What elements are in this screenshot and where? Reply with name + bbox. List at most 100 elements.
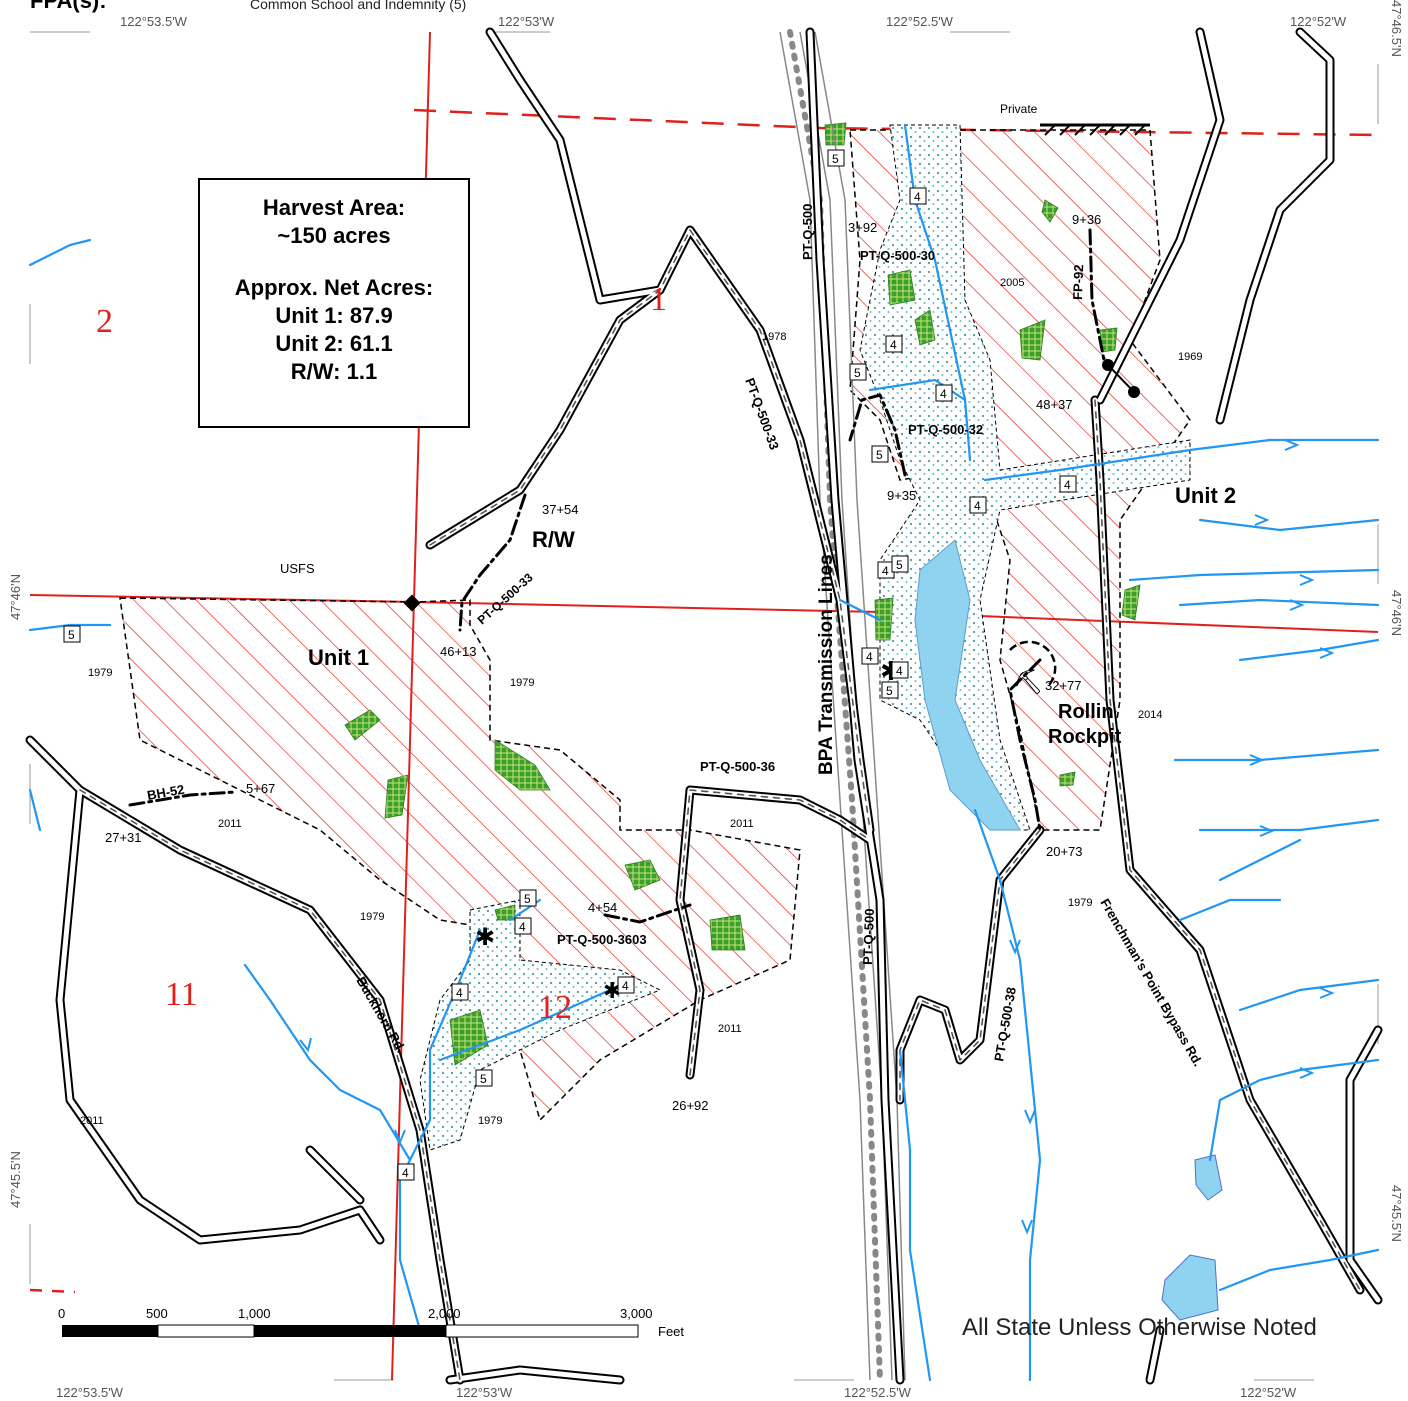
net-acres-unit1: Unit 1: 87.9: [275, 303, 393, 328]
water-type-label: 5: [886, 684, 893, 698]
year-label: 2005: [1000, 277, 1024, 289]
unit-1-label: Unit 1: [308, 645, 369, 670]
asterisk-marker: ✱: [603, 979, 621, 1004]
road-500-3603: [603, 903, 692, 924]
coord-bottom-3: 122°52.5'W: [844, 1385, 912, 1400]
water-type-box: [397, 1163, 415, 1181]
water-type-label: 4: [402, 1166, 409, 1180]
scale-tick: 0: [58, 1306, 65, 1321]
water-type-label: 5: [480, 1072, 487, 1086]
station-label: 9+35: [887, 488, 916, 503]
footer-note: All State Unless Otherwise Noted: [962, 1314, 1317, 1341]
water-type-box: [519, 889, 537, 907]
year-label: 2011: [218, 818, 242, 830]
water-type-box: [849, 363, 867, 381]
road-label: PT-Q-500-36: [700, 759, 775, 774]
coord-right-1: 47°46.5'N: [1389, 0, 1404, 57]
scale-tick: 3,000: [620, 1306, 653, 1321]
section-number: 2: [96, 303, 113, 340]
ownership-boundary-north: [413, 108, 1379, 137]
harvest-area-value: ~150 acres: [277, 223, 391, 248]
section-line-horizontal: [29, 594, 1379, 633]
year-label: 1969: [1178, 351, 1202, 363]
road-rw-spur: [458, 493, 527, 632]
water-type-box: [871, 445, 889, 463]
unit-labels: Unit 1 Unit 2 R/W Rollin Rockpit USFS Pr…: [280, 102, 1236, 748]
water-type-box: [881, 681, 899, 699]
water-type-box: [451, 983, 469, 1001]
road-label: PT-Q-500: [860, 908, 877, 965]
water-type-box: [891, 661, 909, 679]
coord-top-3: 122°52.5'W: [886, 14, 954, 29]
water-type-label: 5: [896, 558, 903, 572]
road-label: PT-Q-500-3603: [557, 932, 647, 947]
bpa-label: BPA Transmission Lines: [816, 554, 837, 775]
water-type-box: [885, 335, 903, 353]
scale-tick: 2,000: [428, 1306, 461, 1321]
station-label: 5+67: [246, 781, 275, 796]
water-type-label: 4: [882, 564, 889, 578]
road-500-33: [425, 225, 875, 835]
unit-2-label: Unit 2: [1175, 483, 1236, 508]
road-label: PT-Q-500-33: [742, 376, 782, 452]
station-label: 20+73: [1046, 844, 1083, 859]
water-type-label: 4: [974, 499, 981, 513]
rockpit-outline: [1009, 640, 1057, 687]
water-type-label: 4: [1064, 478, 1071, 492]
water-type-box: [827, 149, 845, 167]
year-label: 2014: [1138, 709, 1162, 721]
water-type-box: [617, 976, 635, 994]
station-label: 26+92: [672, 1098, 709, 1113]
water-type-box: [909, 187, 927, 205]
net-acres-title: Approx. Net Acres:: [234, 275, 434, 300]
pond-1: [1194, 1154, 1223, 1201]
station-label: 37+54: [542, 502, 579, 517]
riparian-unit1: [419, 899, 662, 1151]
water-type-label: 4: [866, 650, 873, 664]
coordinate-labels: 122°53.5'W 122°53'W 122°52.5'W 122°52'W …: [8, 0, 1404, 1400]
section-corner-marker: [403, 594, 421, 612]
coord-top-4: 122°52'W: [1290, 14, 1347, 29]
water-type-label: 5: [524, 892, 531, 906]
section-number: 1: [650, 281, 667, 318]
header-subtitle: Common School and Indemnity (5): [250, 0, 467, 12]
year-labels: 1978 2005 1969 1979 1979 1979 2011 2011 …: [80, 277, 1202, 1127]
road-rockpit: [1008, 658, 1042, 832]
road-fp92: [1088, 228, 1107, 367]
year-label: 2011: [80, 1115, 104, 1127]
water-type-label: 4: [519, 920, 526, 934]
road-label: PT-Q-500-33: [475, 570, 536, 627]
coord-bottom-4: 122°52'W: [1240, 1385, 1297, 1400]
road-label: FP-92: [1070, 264, 1086, 300]
year-label: 1979: [360, 911, 384, 923]
year-label: 2011: [718, 1023, 742, 1035]
water-type-label: 4: [914, 190, 921, 204]
leave-tree-clumps: [344, 122, 1141, 1066]
header-title: FPA(s):: [30, 0, 107, 13]
station-label: 46+13: [440, 644, 477, 659]
water-type-label: 4: [456, 986, 463, 1000]
road-label: PT-Q-500: [800, 204, 815, 260]
water-type-label: 4: [896, 664, 903, 678]
year-label: 1978: [762, 331, 786, 343]
coord-left-2: 47°45.5'N: [8, 1151, 23, 1208]
road-label: Buckhorn Rd.: [353, 974, 409, 1055]
section-numbers: 2 1 11 12: [96, 281, 667, 1026]
water-type-label: 5: [832, 152, 839, 166]
scale-tick: 500: [146, 1306, 168, 1321]
road-500-32-spur: [848, 393, 907, 477]
coord-top-1: 122°53.5'W: [120, 14, 188, 29]
station-label: 27+31: [105, 830, 142, 845]
water-type-label: 4: [622, 979, 629, 993]
net-acres-rw: R/W: 1.1: [290, 359, 378, 384]
ownership-boundary-sw: [29, 1288, 76, 1294]
coord-left-1: 47°46'N: [8, 574, 23, 620]
harvest-area-title: Harvest Area:: [262, 195, 406, 220]
section-number: 12: [538, 989, 572, 1026]
water-type-box: [891, 555, 909, 573]
harvest-summary-box: Harvest Area: ~150 acres Approx. Net Acr…: [198, 178, 470, 428]
rockpit-label-1: Rollin: [1058, 701, 1114, 723]
road-label: PT-Q-500-30: [860, 248, 935, 263]
